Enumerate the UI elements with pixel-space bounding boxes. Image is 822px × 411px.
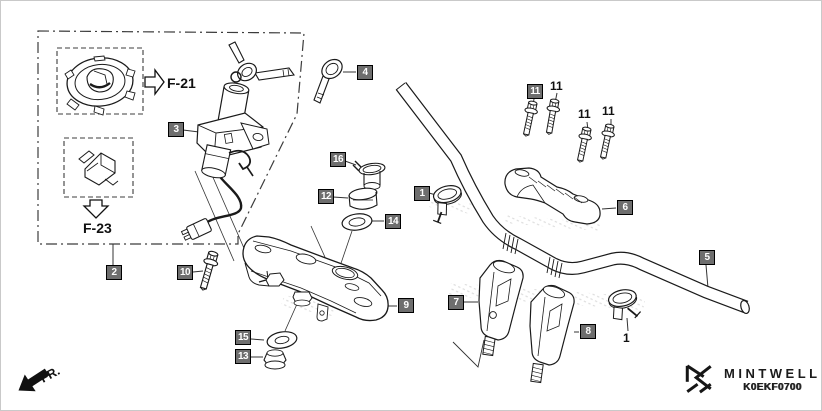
- mintwell-monogram-icon: [685, 364, 712, 394]
- callout-plain-1[interactable]: 1: [623, 331, 630, 345]
- front-direction-arrow-icon: FR.: [18, 364, 62, 392]
- callout-tag-6[interactable]: 6: [617, 200, 633, 215]
- stem-nut-drawing: [263, 349, 287, 370]
- callout-tag-3[interactable]: 3: [168, 122, 184, 137]
- ref-arrow-f21-icon: [144, 68, 165, 96]
- callout-tag-9[interactable]: 9: [398, 298, 414, 313]
- ref-arrow-f23-icon: [82, 199, 110, 219]
- bracket-box: [63, 137, 134, 198]
- upper-holder-drawing: [504, 167, 601, 225]
- fuel-filler-cap-drawing: [64, 55, 136, 116]
- ref-label-f21[interactable]: F-21: [167, 75, 196, 91]
- callout-tag-14[interactable]: 14: [385, 214, 401, 229]
- front-direction-label: FR.: [38, 364, 62, 386]
- handlebar-drawing: [395, 82, 750, 315]
- callout-tag-4[interactable]: 4: [357, 65, 373, 80]
- ignition-switch-drawing: [180, 41, 295, 241]
- callout-tag-7[interactable]: 7: [448, 295, 464, 310]
- washer-15-drawing: [266, 331, 298, 349]
- brand-name: MINTWELL: [724, 366, 821, 381]
- band-clamp-a-drawing: [432, 185, 462, 224]
- callout-plain-11a[interactable]: 11: [550, 79, 563, 93]
- callout-tag-10[interactable]: 10: [177, 265, 193, 280]
- spare-key-drawing: [313, 58, 343, 104]
- callout-tag-12[interactable]: 12: [318, 189, 334, 204]
- callout-plain-11c[interactable]: 11: [602, 104, 615, 118]
- diagram-code: K0EKF0700: [742, 382, 802, 393]
- ref-label-f23[interactable]: F-23: [83, 220, 112, 236]
- riser-front-drawing: [478, 259, 524, 357]
- callout-tag-15[interactable]: 15: [235, 330, 251, 345]
- callout-tag-1[interactable]: 1: [414, 186, 430, 201]
- callout-tag-13[interactable]: 13: [235, 349, 251, 364]
- brand-logo: MINTWELL K0EKF0700: [684, 361, 821, 397]
- riser-rear-drawing: [529, 284, 575, 384]
- switch-small-parts-drawing: [341, 160, 386, 231]
- callout-plain-11b[interactable]: 11: [578, 107, 591, 121]
- callout-tag-11[interactable]: 11: [527, 84, 543, 99]
- band-clamp-b-drawing: [607, 289, 642, 321]
- callout-tag-8[interactable]: 8: [580, 324, 596, 339]
- callout-tag-16[interactable]: 16: [330, 152, 346, 167]
- bracket-part-drawing: [78, 150, 119, 186]
- callout-tag-2[interactable]: 2: [106, 265, 122, 280]
- callout-tag-5[interactable]: 5: [699, 250, 715, 265]
- top-bridge-drawing: [242, 235, 389, 322]
